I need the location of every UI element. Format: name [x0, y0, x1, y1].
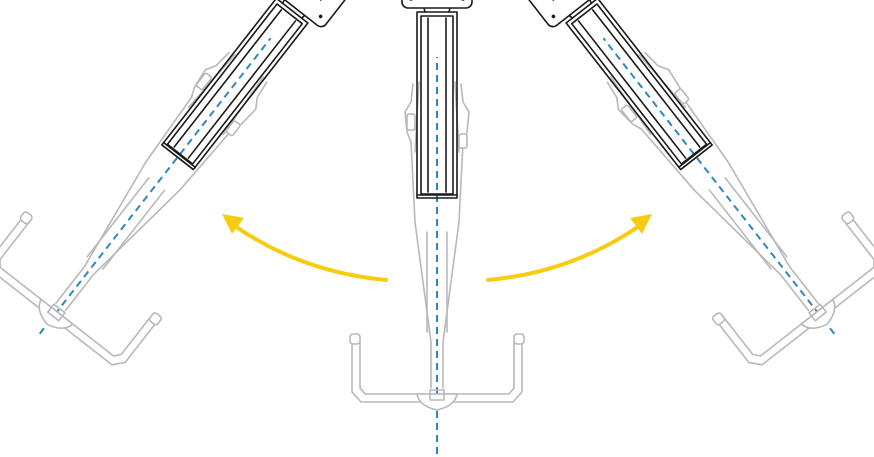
arm-position-center — [349, 0, 525, 454]
monitor-arm-icon — [466, 0, 874, 379]
curved-arrow-right-icon — [486, 214, 652, 282]
center-axis-line — [602, 37, 836, 335]
center-axis-line — [38, 37, 272, 335]
arm-position-left — [0, 0, 408, 379]
monitor-arm-icon — [349, 0, 525, 411]
arm-position-right — [466, 0, 874, 379]
curved-arrow-left-icon — [222, 214, 388, 282]
monitor-arm-icon — [0, 0, 408, 379]
